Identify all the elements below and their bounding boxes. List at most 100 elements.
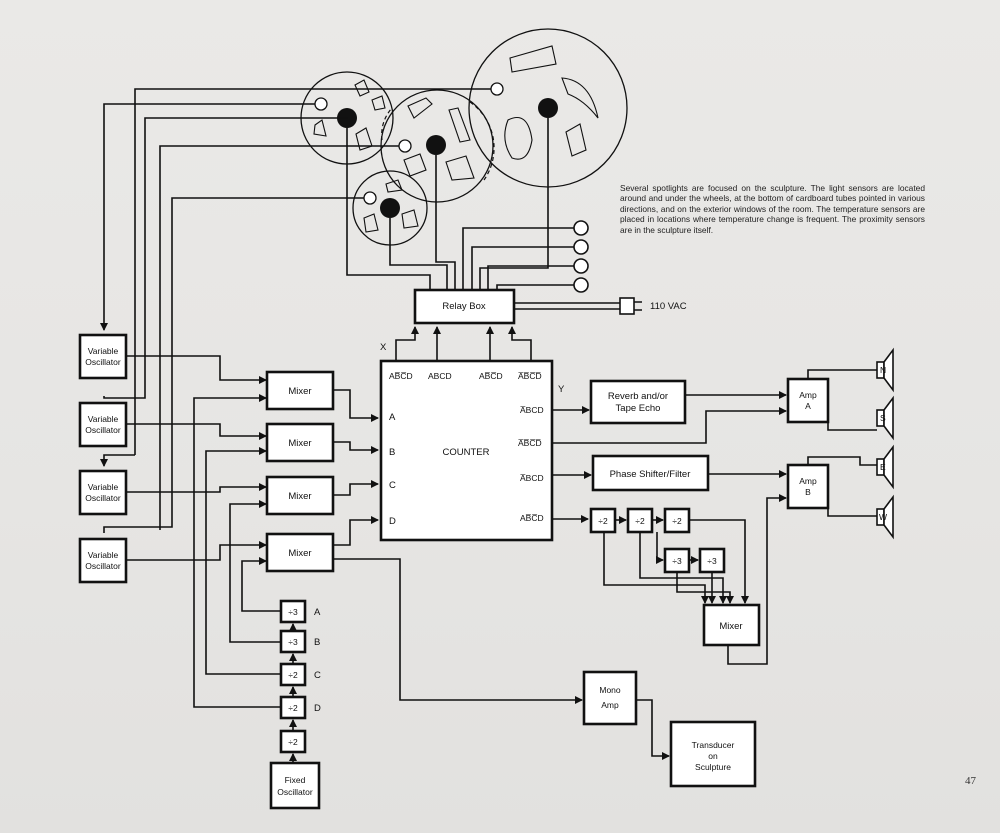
counter-label: COUNTER — [443, 447, 490, 458]
wheel-hub — [426, 135, 446, 155]
reverb-label: Reverb and/or — [608, 391, 668, 402]
counter-input-a: A — [389, 412, 396, 423]
right-divider-label: ÷3 — [672, 556, 682, 566]
counter-right-output: A̅BCD — [520, 473, 544, 483]
right-mixer-label: Mixer — [719, 621, 742, 632]
amp-b-label: Amp — [799, 476, 817, 486]
divider-tap-label: A — [314, 607, 321, 618]
osc-mixer-wires — [126, 355, 267, 561]
counter-input-d: D — [389, 516, 396, 527]
counter-y-label: Y — [558, 384, 565, 395]
counter-x-label: X — [380, 342, 387, 353]
mono-amp-box — [582, 670, 638, 726]
amp-b-label: B — [805, 487, 811, 497]
right-divider-label: ÷2 — [598, 516, 608, 526]
page-number: 47 — [965, 775, 976, 787]
variable-oscillator-2 — [78, 401, 128, 448]
amp-a-label: A — [805, 401, 811, 411]
variable-oscillator-3 — [78, 469, 128, 516]
reverb-label: Tape Echo — [616, 403, 661, 414]
counter-top-output: AB̅C̅D — [389, 371, 413, 381]
mono-amp-label: Amp — [601, 700, 619, 710]
speaker-label: E — [880, 462, 886, 472]
power-cord — [514, 297, 642, 315]
divider-label: ÷2 — [288, 703, 298, 713]
mixer-label: Mixer — [288, 386, 311, 397]
speaker-s — [876, 395, 894, 441]
divider-label: ÷3 — [288, 637, 298, 647]
temperature-sensors — [573, 220, 589, 293]
relay-wires — [346, 118, 574, 290]
relay-box-label: Relay Box — [442, 301, 486, 312]
figure-caption: Several spotlights are focused on the sc… — [620, 183, 925, 235]
oscillator-label: Oscillator — [85, 425, 121, 435]
speaker-label: N — [880, 365, 886, 375]
phase-shifter-box — [591, 454, 710, 492]
mixer-2 — [265, 422, 335, 463]
mono-amp-wires — [333, 558, 670, 760]
relay-box — [413, 288, 516, 325]
oscillator-label: Variable — [88, 414, 119, 424]
wheel-hub — [538, 98, 558, 118]
oscillator-label: Oscillator — [85, 357, 121, 367]
oscillator-label: Variable — [88, 482, 119, 492]
wheel-sensor — [314, 82, 504, 205]
right-divider-label: ÷3 — [707, 556, 717, 566]
transducer-label: Sculpture — [695, 762, 731, 772]
counter — [379, 359, 554, 542]
phase-shifter-label: Phase Shifter/Filter — [610, 469, 691, 480]
fixed-oscillator-label: Fixed — [285, 775, 306, 785]
mixer-label: Mixer — [288, 491, 311, 502]
transducer-label: on — [708, 751, 718, 761]
oscillator-label: Oscillator — [85, 493, 121, 503]
counter-relay-links — [395, 326, 532, 360]
wheel-hub — [380, 198, 400, 218]
counter-right-output: AB̅C̅D — [520, 513, 544, 523]
sculpture-wheels — [300, 28, 628, 246]
counter-input-b: B — [389, 447, 395, 458]
variable-oscillator-4 — [78, 537, 128, 584]
power-label: 110 VAC — [650, 301, 687, 312]
divider-tap-label: B — [314, 637, 320, 648]
speaker-label: S — [880, 413, 886, 423]
transducer-box — [669, 720, 757, 788]
speaker-w — [876, 494, 894, 540]
oscillator-label: Variable — [88, 346, 119, 356]
oscillator-label: Variable — [88, 550, 119, 560]
variable-oscillator-1 — [78, 333, 128, 380]
mixer-label: Mixer — [288, 548, 311, 559]
counter-top-output: AB̅C̅D — [479, 371, 503, 381]
right-mixer-box — [702, 603, 761, 647]
fixed-oscillator-label: Oscillator — [277, 787, 313, 797]
counter-output-wires — [552, 406, 787, 523]
speaker-wires — [807, 369, 877, 517]
amp-a-label: Amp — [799, 390, 817, 400]
mixer-1 — [265, 370, 335, 411]
mixer-boxes — [265, 370, 335, 573]
amp-b-box — [786, 463, 830, 510]
divider-tap-label: C — [314, 670, 321, 681]
amp-input-wires — [685, 391, 787, 665]
right-divider-wires — [603, 516, 749, 604]
mono-amp-label: Mono — [599, 685, 621, 695]
divider-label: ÷3 — [288, 607, 298, 617]
amp-a-box — [786, 377, 830, 424]
right-divider-label: ÷2 — [672, 516, 682, 526]
oscillator-boxes — [78, 333, 128, 584]
right-divider-label: ÷2 — [635, 516, 645, 526]
fixed-oscillator-box — [269, 761, 321, 810]
divider-label: ÷2 — [288, 737, 298, 747]
counter-top-output: ABCD — [428, 371, 452, 381]
divider-label: ÷2 — [288, 670, 298, 680]
speaker-n — [876, 347, 894, 393]
sensor-wires — [100, 88, 491, 533]
oscillator-label: Oscillator — [85, 561, 121, 571]
mixer-4 — [265, 532, 335, 573]
speaker-label: W — [879, 512, 887, 522]
counter-right-output: A̅B̅C̅D̅ — [518, 438, 542, 448]
counter-right-output: A̅BCD — [520, 405, 544, 415]
speakers — [876, 347, 894, 540]
divider-chain-wires — [193, 394, 297, 763]
